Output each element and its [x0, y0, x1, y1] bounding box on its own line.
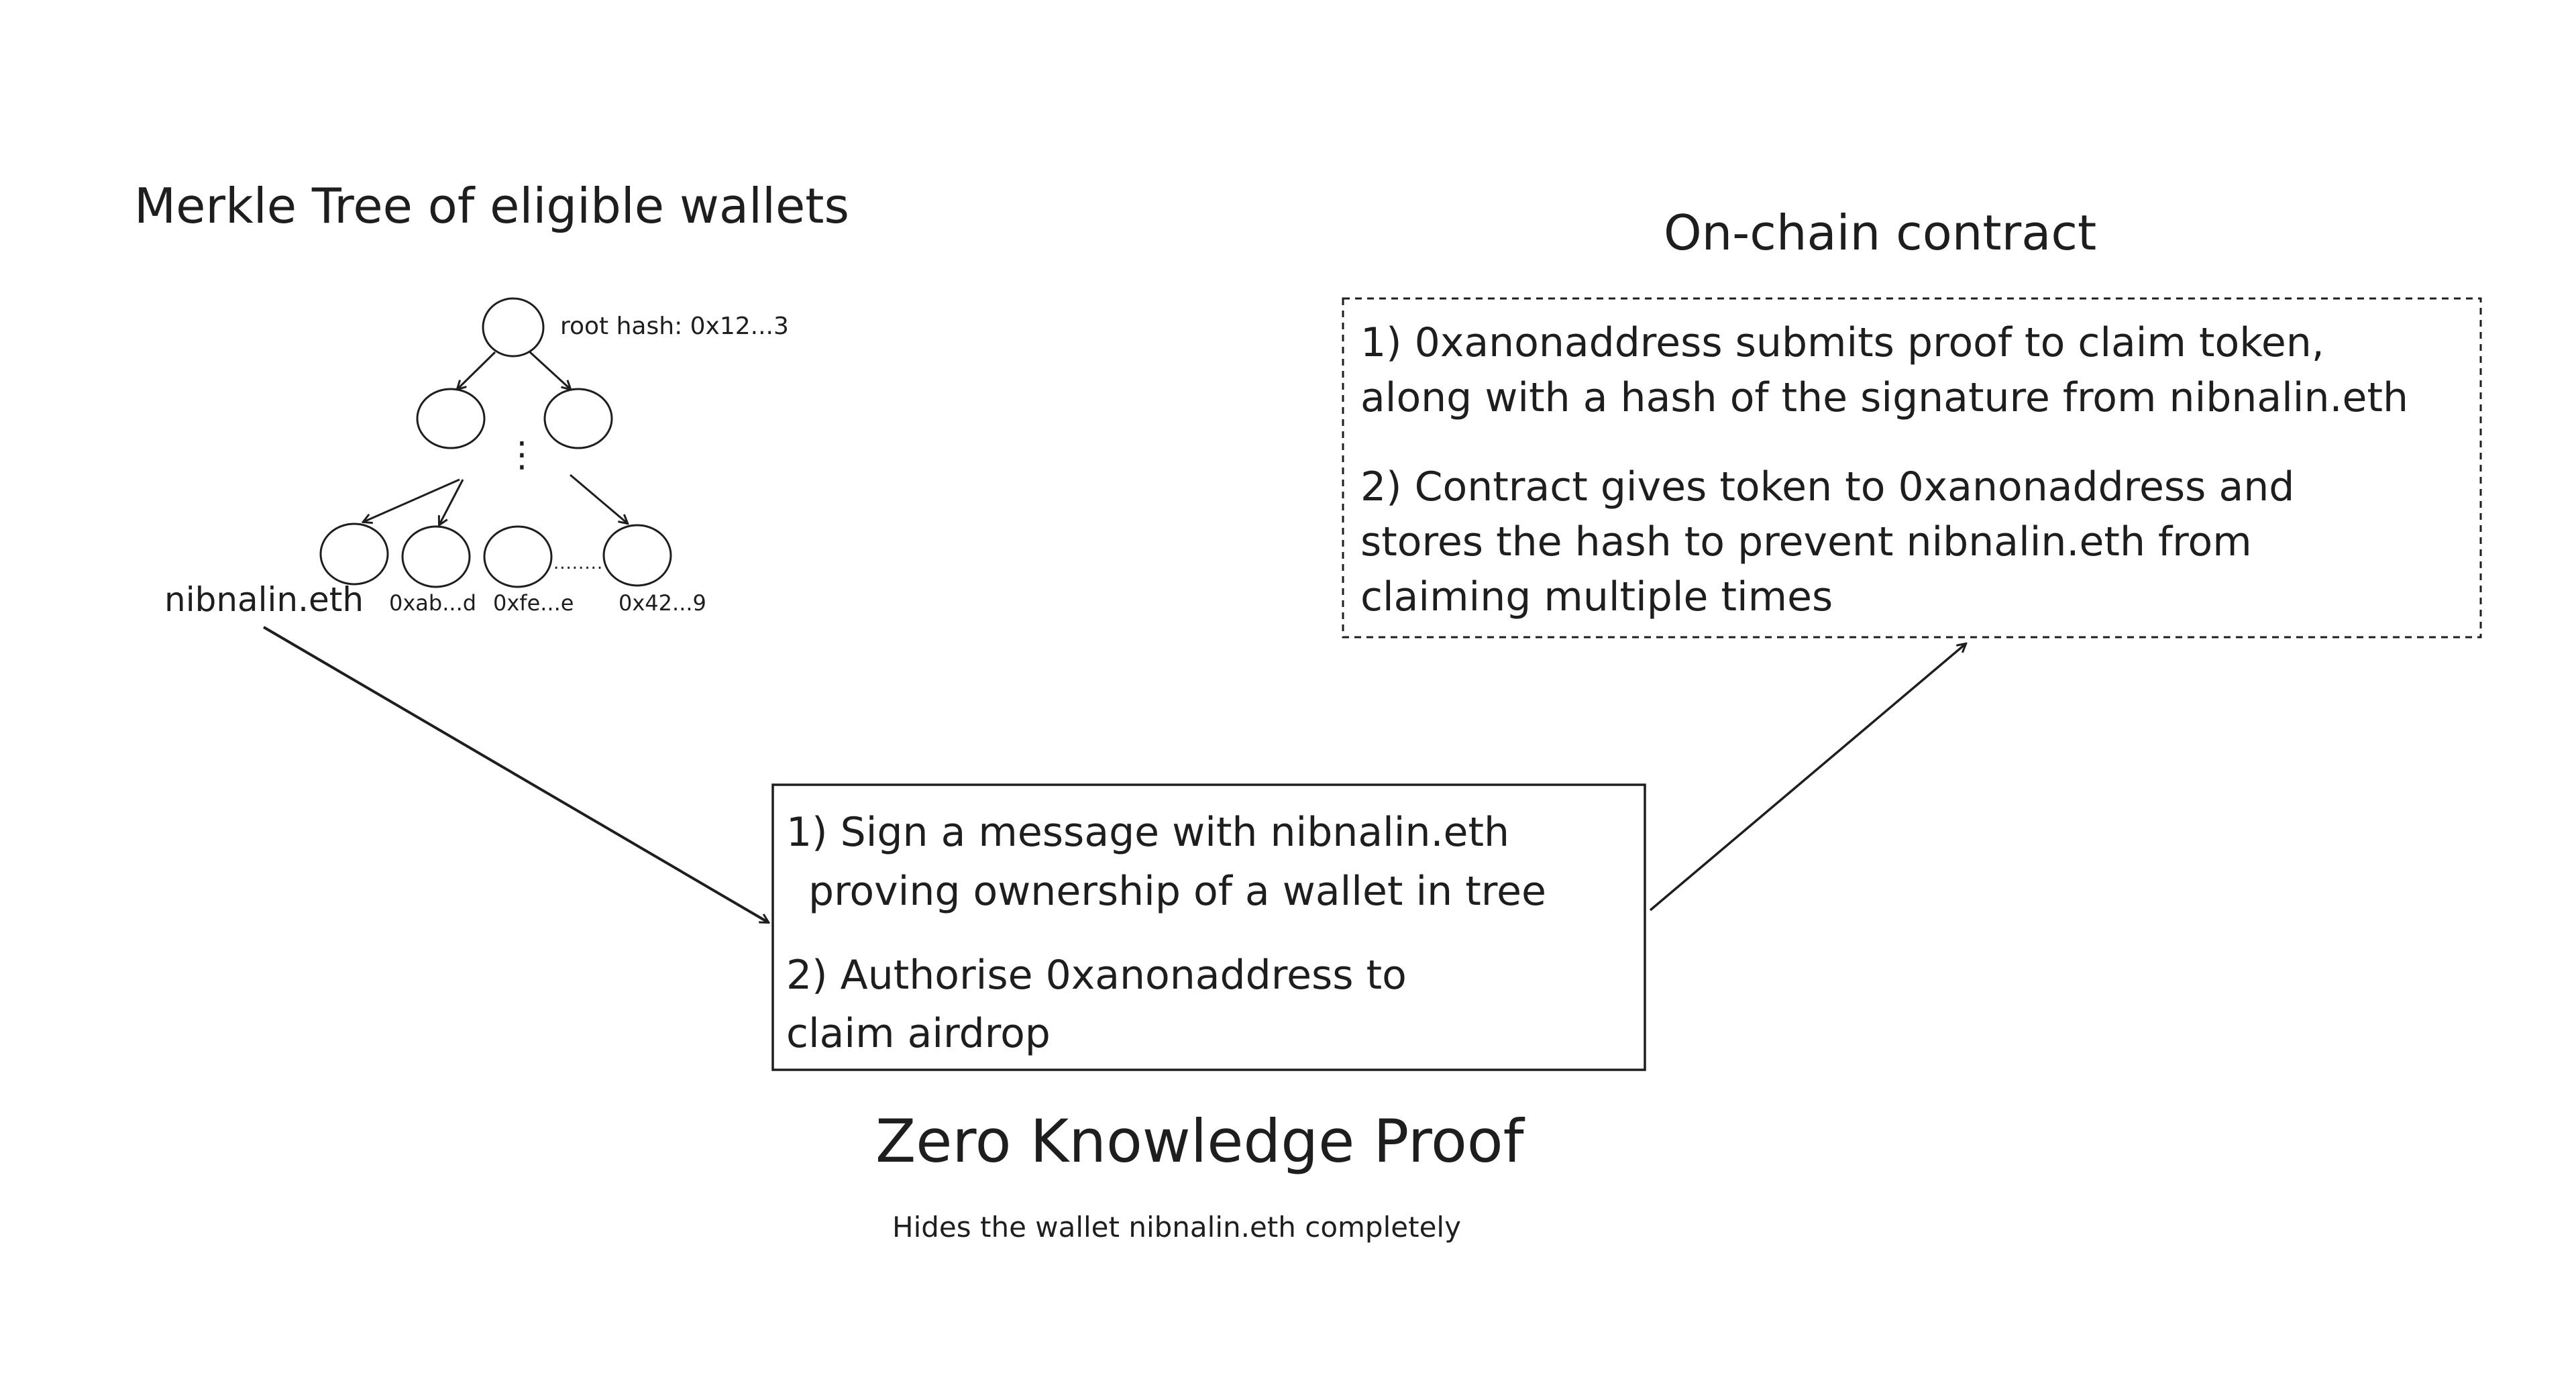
contract-step2-line2: stores the hash to prevent nibnalin.eth …	[1360, 518, 2252, 565]
contract-step2-line1: 2) Contract gives token to 0xanonaddress…	[1360, 463, 2295, 510]
tree-node-left	[416, 388, 486, 449]
edge-root-left	[458, 351, 496, 389]
zkp-subtitle: Hides the wallet nibnalin.eth completely	[892, 1211, 1461, 1244]
leaf-label-3: 0xfe...e	[493, 590, 574, 616]
leaf-node-3	[483, 525, 553, 588]
zkp-box	[771, 783, 1646, 1071]
arrow-nibnalin-to-zkp	[262, 626, 768, 922]
zkp-step1-line1: 1) Sign a message with nibnalin.eth	[786, 809, 1510, 856]
root-hash-label: root hash: 0x12...3	[560, 313, 789, 340]
leaf-label-2: 0xab...d	[389, 590, 477, 616]
horizontal-ellipsis: ........	[553, 553, 604, 573]
leaf-node-4	[602, 524, 672, 587]
leaf-node-nibnalin	[319, 522, 389, 586]
edge-to-leaf2	[439, 479, 464, 525]
leaf-label-nibnalin: nibnalin.eth	[164, 580, 364, 619]
zkp-title: Zero Knowledge Proof	[875, 1107, 1524, 1176]
contract-box	[1342, 297, 2482, 639]
root-node	[482, 297, 545, 358]
contract-step1-line2: along with a hash of the signature from …	[1360, 374, 2409, 421]
edge-root-right	[529, 351, 570, 389]
leaf-node-2	[401, 525, 471, 588]
arrow-zkp-to-contract	[1649, 644, 1966, 912]
vertical-ellipsis: ⋮	[504, 435, 539, 475]
zkp-step2-line2: claim airdrop	[786, 1010, 1051, 1057]
contract-step2-line3: claiming multiple times	[1360, 573, 1833, 620]
zkp-step2-line1: 2) Authorise 0xanonaddress to	[786, 952, 1407, 999]
tree-node-right	[543, 388, 613, 449]
edge-to-leaf4	[570, 474, 627, 523]
merkle-tree	[319, 297, 672, 588]
merkle-title: Merkle Tree of eligible wallets	[134, 178, 850, 234]
contract-step1-line1: 1) 0xanonaddress submits proof to claim …	[1360, 319, 2324, 366]
edge-to-nibnalin	[364, 478, 460, 522]
zkp-step1-line2: proving ownership of a wallet in tree	[808, 868, 1546, 915]
leaf-label-4: 0x42...9	[619, 590, 706, 616]
contract-title: On-chain contract	[1664, 205, 2097, 261]
